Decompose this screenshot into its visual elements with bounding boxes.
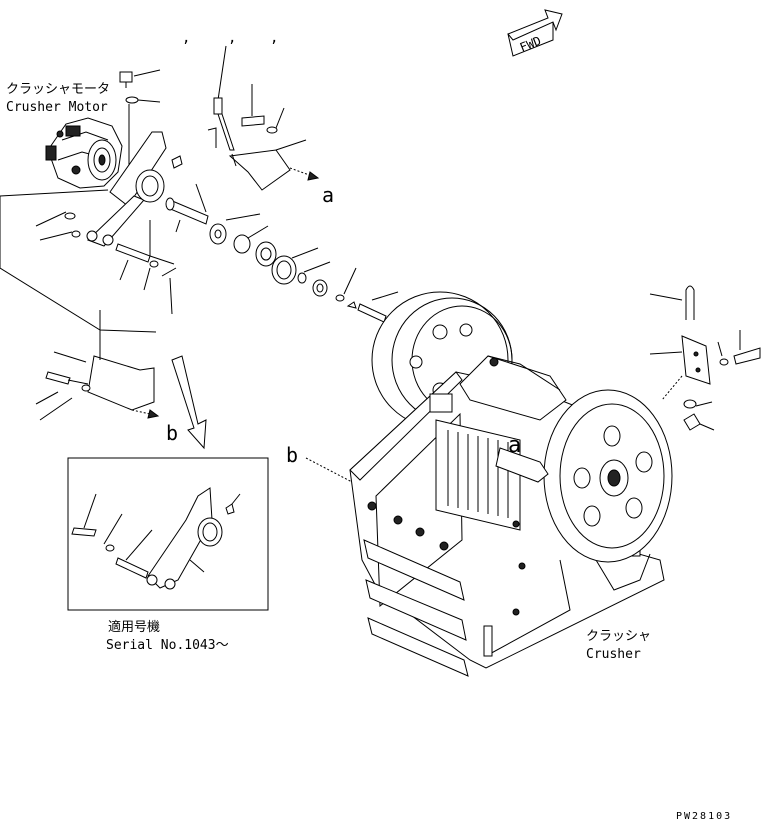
- u-bolt-bracket: [649, 285, 761, 431]
- lower-bracket: [35, 310, 160, 421]
- motor-label-jp: クラッシャモータ: [6, 82, 110, 97]
- motor-label-en: Crusher Motor: [6, 100, 108, 115]
- adjust-rod: [213, 45, 320, 191]
- drawing-number: PW28103: [676, 811, 732, 822]
- washer-2: [64, 212, 76, 220]
- crusher-motor: [45, 117, 123, 189]
- ref-a-upper: a: [322, 183, 334, 207]
- crusher-label-en: Crusher: [586, 647, 641, 662]
- shaft-assembly: [165, 183, 399, 323]
- ref-b-lower: b: [166, 421, 178, 445]
- leader-washers: [35, 211, 73, 241]
- crusher-body: [349, 291, 673, 677]
- serial-inset-box: [67, 457, 269, 611]
- tick-mark-1: ,: [182, 30, 190, 46]
- tick-mark-3: ,: [270, 30, 278, 46]
- leader-b-crusher: [305, 457, 353, 483]
- serial-label-en: Serial No.1043～: [106, 638, 229, 653]
- pin: [115, 243, 177, 315]
- inset-arrow: [171, 355, 207, 450]
- crusher-label-jp: クラッシャ: [586, 629, 651, 644]
- fwd-arrow: FWD: [507, 9, 563, 57]
- washer-1: [71, 230, 81, 238]
- serial-label-jp: 適用号機: [108, 619, 160, 635]
- tick-mark-2: ,: [228, 30, 236, 46]
- ref-b-crusher: b: [286, 443, 298, 467]
- fwd-label: FWD: [518, 34, 543, 55]
- ref-a-crusher: a: [508, 433, 521, 458]
- motor-bracket: [86, 131, 183, 247]
- leader-bracket-frame: [0, 189, 157, 333]
